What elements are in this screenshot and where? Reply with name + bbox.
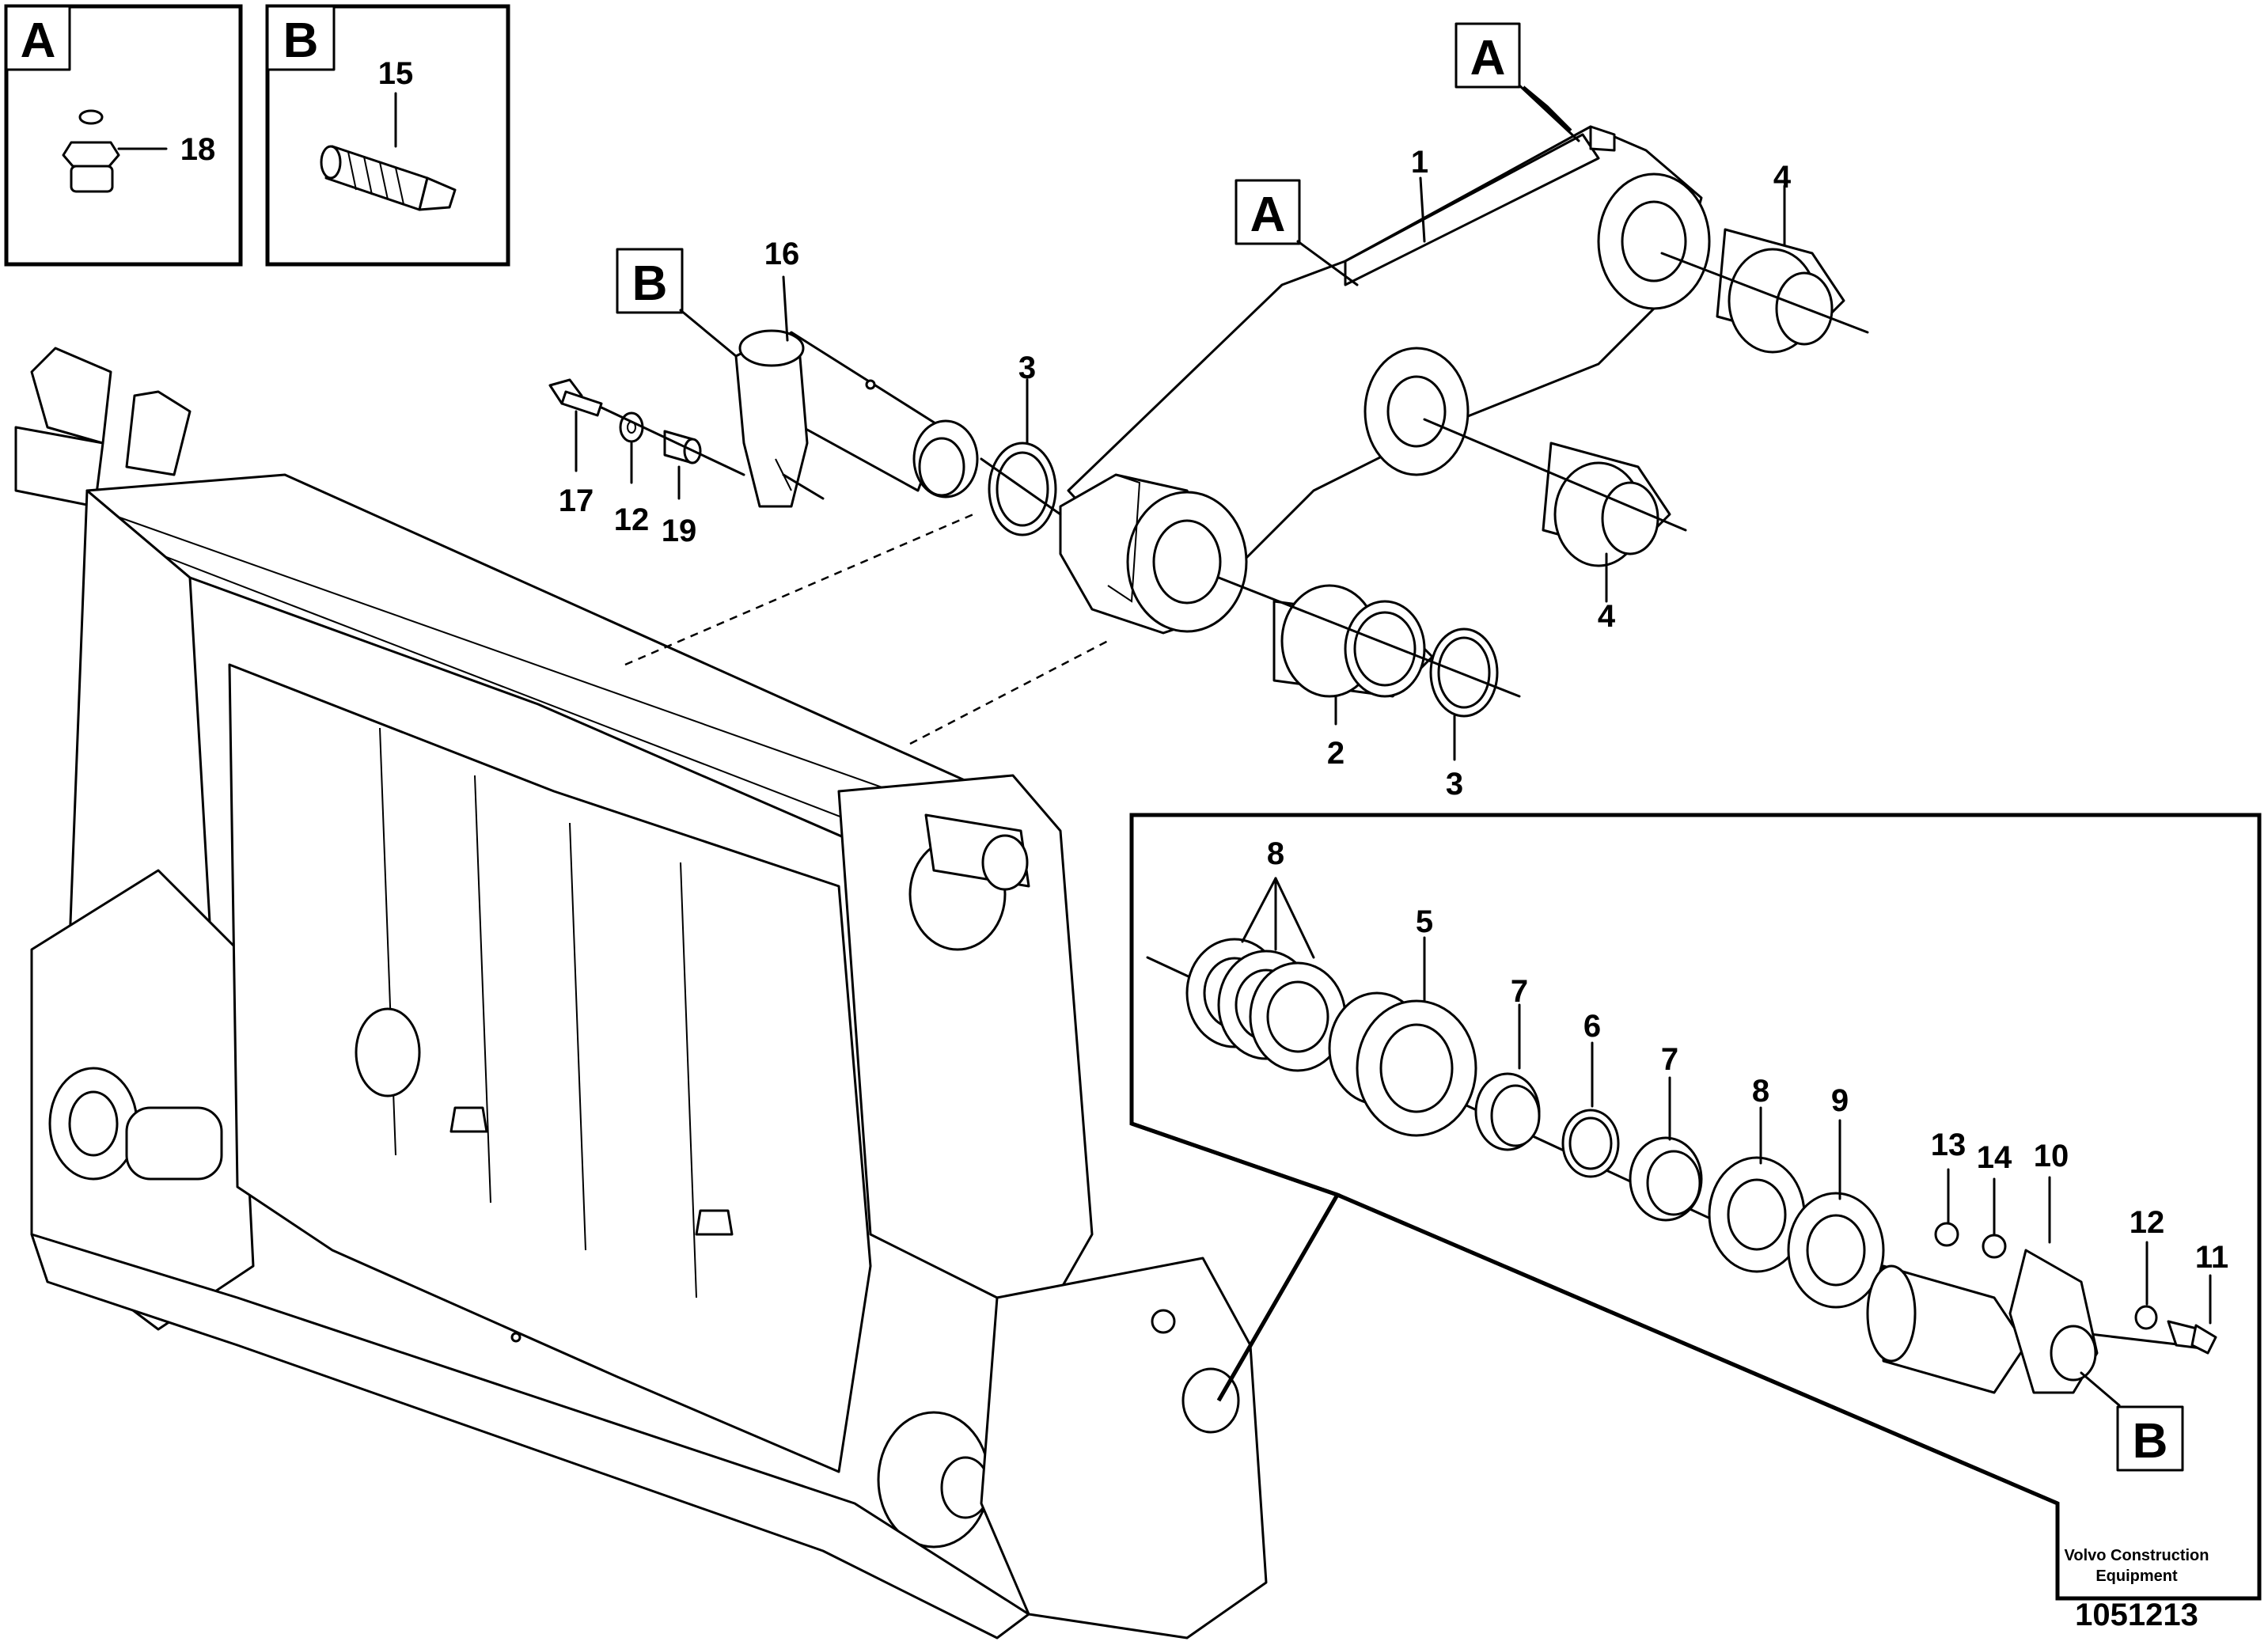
label-3-lower: 3 (1446, 767, 1463, 802)
label-5: 5 (1416, 904, 1433, 939)
callout-a-lower: A (1235, 179, 1359, 286)
label-8-lower: 8 (1752, 1074, 1769, 1109)
label-11: 11 (2195, 1240, 2228, 1275)
svg-text:A: A (1250, 188, 1286, 242)
label-6: 6 (1583, 1009, 1601, 1044)
label-7-left: 7 (1511, 974, 1528, 1009)
callout-a-upper: A (1454, 22, 1580, 142)
part-labels: 16 1 4 4 3 3 2 17 12 19 8 5 7 6 7 8 (559, 145, 2228, 1325)
label-7-right: 7 (1661, 1042, 1678, 1077)
company-line-1: Volvo Construction (2065, 1547, 2209, 1564)
bolt-17-assembly (548, 378, 745, 476)
loader-frame (14, 347, 1268, 1640)
bushing-2 (1272, 584, 1434, 698)
link-arm-1 (1059, 125, 1711, 635)
drawing-number: 1051213 (2075, 1598, 2198, 1632)
label-12-lower: 12 (2130, 1205, 2165, 1240)
label-18: 18 (180, 132, 216, 167)
grease-nipple-18 (62, 109, 168, 193)
label-4-upper: 4 (1773, 160, 1792, 195)
footer: Volvo Construction Equipment 1051213 (2065, 1547, 2209, 1632)
label-16: 16 (764, 237, 800, 271)
label-1: 1 (1411, 145, 1428, 180)
alignment-line-upper (624, 513, 974, 666)
label-10: 10 (2034, 1139, 2069, 1173)
svg-text:A: A (1470, 31, 1506, 85)
pin-16 (734, 329, 979, 508)
label-4-lower: 4 (1598, 599, 1616, 634)
alignment-line-lower (909, 639, 1109, 745)
bushing-4-lower (1542, 442, 1671, 567)
label-3-upper: 3 (1018, 351, 1036, 385)
ring-3-lower (1429, 627, 1499, 718)
detail-box-b: B 15 (265, 4, 510, 267)
detail-box-a: A 18 (4, 4, 243, 267)
label-14: 14 (1977, 1140, 2012, 1175)
label-15: 15 (378, 56, 414, 91)
bushing-4-upper (1716, 228, 1845, 354)
grease-nipple-15 (320, 92, 457, 211)
label-12-upper: 12 (614, 502, 650, 537)
detail-box-b-letter: B (283, 13, 319, 68)
callout-b-lower: B (2080, 1371, 2184, 1472)
detail-panel (1129, 813, 2262, 1601)
svg-text:B: B (2133, 1414, 2168, 1469)
label-13: 13 (1931, 1128, 1966, 1162)
label-9: 9 (1831, 1083, 1849, 1118)
label-17: 17 (559, 483, 594, 518)
company-line-2: Equipment (2095, 1567, 2178, 1585)
detail-box-a-letter: A (21, 13, 56, 68)
label-19: 19 (662, 514, 697, 548)
callout-b-upper: B (616, 248, 738, 358)
label-2: 2 (1327, 736, 1344, 771)
label-8-upper: 8 (1267, 836, 1284, 871)
svg-text:B: B (632, 256, 668, 311)
